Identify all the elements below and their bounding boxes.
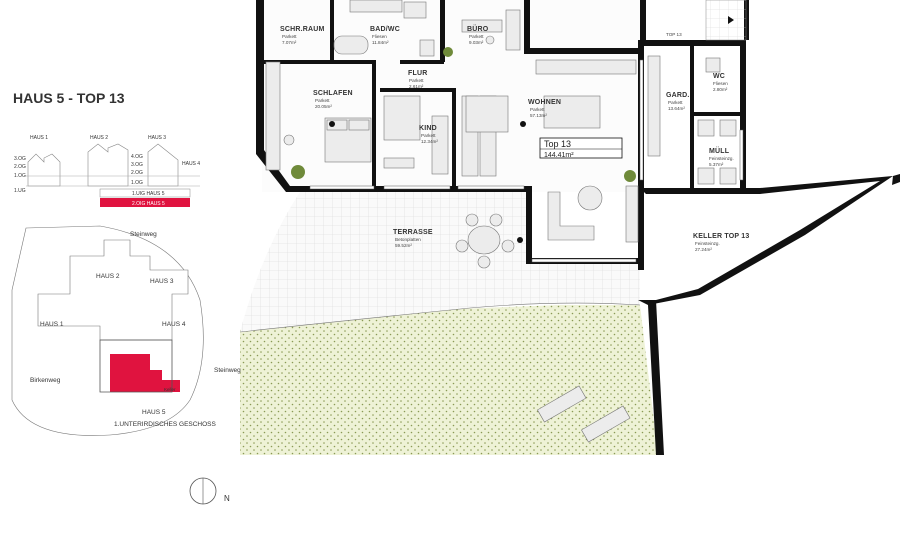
svg-text:Parkett: Parkett xyxy=(282,34,297,39)
north-arrow-icon: N xyxy=(189,477,230,505)
level-1og: 1.OG xyxy=(14,173,26,179)
svg-text:9.03m²: 9.03m² xyxy=(469,40,484,45)
svg-text:SCHLAFEN: SCHLAFEN xyxy=(313,90,353,97)
arrow-down-icon xyxy=(671,40,679,46)
room-label-muell: MÜLL Feinsteinzg. 5.37m² xyxy=(709,146,734,167)
svg-text:BÜRO: BÜRO xyxy=(467,24,489,33)
svg-text:Parkett: Parkett xyxy=(530,107,545,112)
room-label-schlafen: SCHLAFEN Parkett 20.05m² xyxy=(313,90,353,109)
level-1ug: 1.UG xyxy=(14,188,26,194)
north-label: N xyxy=(224,494,230,503)
svg-text:KELLER TOP 13: KELLER TOP 13 xyxy=(693,233,749,240)
svg-text:12.34m²: 12.34m² xyxy=(421,139,438,144)
site-house-1: HAUS 1 xyxy=(40,321,64,328)
site-highlight-unit xyxy=(110,354,162,392)
svg-text:27.24m²: 27.24m² xyxy=(695,247,712,252)
svg-text:59.52m²: 59.52m² xyxy=(395,243,412,248)
room-label-wohnen: WOHNEN Parkett 57.13m² xyxy=(528,99,561,118)
level-3og: 3.OG xyxy=(14,156,26,162)
windows xyxy=(309,59,744,263)
svg-text:FLUR: FLUR xyxy=(408,70,427,77)
unit-box: Top 13 144.41m² xyxy=(539,137,623,159)
svg-text:BAD/WC: BAD/WC xyxy=(370,26,400,33)
svg-text:MÜLL: MÜLL xyxy=(709,146,730,155)
section-house-1: HAUS 1 xyxy=(30,135,48,141)
room-label-flur: FLUR Parkett 2.61m² xyxy=(408,70,427,89)
svg-text:7.07m²: 7.07m² xyxy=(282,40,297,45)
site-house-2: HAUS 2 xyxy=(96,273,120,280)
section-row-2oig: 2.OIG HAUS 5 xyxy=(132,201,165,207)
svg-text:Betonplatten: Betonplatten xyxy=(395,237,421,242)
svg-text:WC: WC xyxy=(713,73,725,80)
level-2og: 2.OG xyxy=(14,164,26,170)
site-house-4: HAUS 4 xyxy=(162,321,186,328)
markers xyxy=(329,121,526,243)
highlight-level xyxy=(100,198,190,207)
section-house-4: HAUS 4 xyxy=(182,161,200,167)
furniture xyxy=(265,0,747,443)
street-birkenweg: Birkenweg xyxy=(30,377,61,384)
section-diagram: HAUS 1 HAUS 2 HAUS 3 HAUS 4 3.OG 2.OG 1.… xyxy=(14,135,200,207)
door-arrow-icon xyxy=(728,16,734,24)
site-house-3: HAUS 3 xyxy=(150,278,174,285)
unit-name: Top 13 xyxy=(544,139,571,149)
garden-lawn xyxy=(240,305,658,455)
svg-text:Parkett: Parkett xyxy=(409,78,424,83)
room-label-gard: GARD. Parkett 13.64m² xyxy=(666,92,690,111)
room-label-wc: WC Fliesen 2.80m² xyxy=(713,73,728,92)
svg-text:Parkett: Parkett xyxy=(421,133,436,138)
site-keller-label: Keller xyxy=(164,387,176,392)
svg-text:Feinsteinzg.: Feinsteinzg. xyxy=(695,241,720,246)
svg-text:Fliesen: Fliesen xyxy=(372,34,387,39)
site-plan: Steinweg Birkenweg Steinweg HAUS 2 HAUS … xyxy=(11,225,241,436)
unit-area: 144.41m² xyxy=(544,152,574,159)
svg-text:57.13m²: 57.13m² xyxy=(530,113,547,118)
terrace-area xyxy=(239,192,641,333)
level-h2-4og: 4.OG xyxy=(131,154,143,160)
svg-text:Fliesen: Fliesen xyxy=(713,81,728,86)
svg-text:SCHR.RAUM: SCHR.RAUM xyxy=(280,26,325,33)
level-h2-1og: 1.OG xyxy=(131,180,143,186)
room-label-keller: KELLER TOP 13 Feinsteinzg. 27.24m² xyxy=(693,233,749,252)
svg-text:Parkett: Parkett xyxy=(315,98,330,103)
section-house-3: HAUS 3 xyxy=(148,135,166,141)
svg-text:WOHNEN: WOHNEN xyxy=(528,99,561,106)
svg-text:GARD.: GARD. xyxy=(666,92,690,99)
street-steinweg-north: Steinweg xyxy=(130,231,157,238)
svg-text:Parkett: Parkett xyxy=(469,34,484,39)
page-title: HAUS 5 - TOP 13 xyxy=(13,90,125,106)
room-label-terrasse: TERRASSE Betonplatten 59.52m² xyxy=(393,229,433,248)
room-label-buero: BÜRO Parkett 9.03m² xyxy=(467,24,489,45)
section-house-2: HAUS 2 xyxy=(90,135,108,141)
level-h2-3og: 3.OG xyxy=(131,162,143,168)
svg-text:Feinsteinzg.: Feinsteinzg. xyxy=(709,156,734,161)
svg-text:13.64m²: 13.64m² xyxy=(668,106,685,111)
svg-text:Parkett: Parkett xyxy=(668,100,683,105)
svg-text:2.80m²: 2.80m² xyxy=(713,87,728,92)
room-label-kind: KIND Parkett 12.34m² xyxy=(419,125,438,144)
svg-text:KIND: KIND xyxy=(419,125,437,132)
room-label-schrraum: SCHR.RAUM Parkett 7.07m² xyxy=(280,26,325,45)
site-caption-house: HAUS 5 xyxy=(142,409,166,416)
svg-text:2.61m²: 2.61m² xyxy=(409,84,424,89)
section-row-1uig: 1.UIG HAUS 5 xyxy=(132,191,165,197)
svg-text:TERRASSE: TERRASSE xyxy=(393,229,433,236)
room-label-badwc: BAD/WC Fliesen 11.84m² xyxy=(370,26,400,45)
svg-text:5.37m²: 5.37m² xyxy=(709,162,724,167)
level-h2-2og: 2.OG xyxy=(131,170,143,176)
room-label-top13: TOP 13 xyxy=(666,32,682,37)
svg-text:20.05m²: 20.05m² xyxy=(315,104,332,109)
site-caption-level: 1.UNTERIRDISCHES GESCHOSS xyxy=(114,421,217,428)
svg-text:11.84m²: 11.84m² xyxy=(372,40,389,45)
street-steinweg-east: Steinweg xyxy=(214,367,241,374)
